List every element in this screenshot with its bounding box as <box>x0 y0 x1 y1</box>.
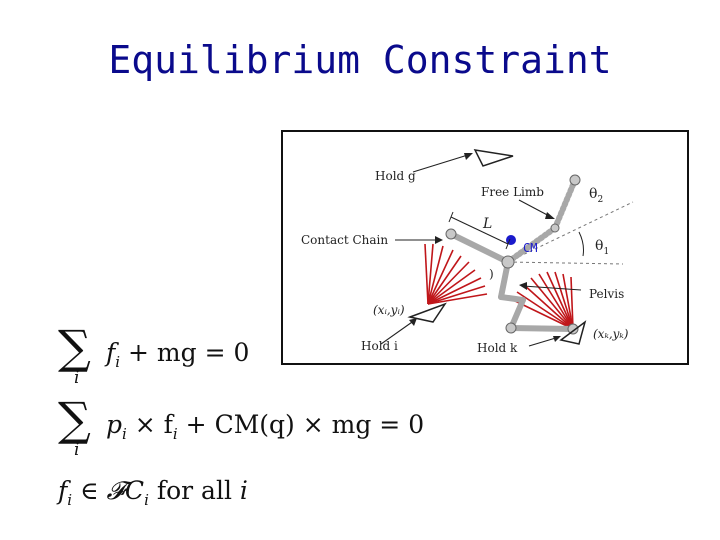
hold-k-shape <box>559 320 587 345</box>
climbing-robot-diagram: Hold g Free Limb θ2 L Contact Chain CM θ… <box>281 130 689 365</box>
label-xk-yk: (xₖ,yₖ) <box>593 327 629 341</box>
limb-extension-line <box>507 201 634 263</box>
friction-cone-constraint: fi ∈ 𝓕Ci for all i <box>58 476 248 509</box>
free-limb-segments <box>505 177 578 265</box>
label-contact-chain: Contact Chain <box>301 233 388 247</box>
sum-index: i <box>74 368 80 388</box>
pelvis-joint <box>501 255 515 269</box>
hold-i-shape <box>407 302 447 323</box>
joints <box>445 174 581 335</box>
label-theta1: θ1 <box>595 238 609 257</box>
slide-title: Equilibrium Constraint <box>108 38 612 82</box>
contact-chain-body <box>448 231 576 332</box>
sum-symbol: ∑ <box>58 320 91 374</box>
diagram-canvas: Hold g Free Limb θ2 L Contact Chain CM θ… <box>301 149 634 355</box>
sum-symbol: ∑ <box>58 392 91 446</box>
label-paren: ) <box>489 267 494 281</box>
label-length: L <box>482 216 492 232</box>
label-pelvis: Pelvis <box>589 287 624 301</box>
label-hold-k: Hold k <box>477 341 518 355</box>
label-free-limb: Free Limb <box>481 185 544 199</box>
length-dimension-line <box>450 216 509 245</box>
label-cm: CM <box>523 241 537 255</box>
arrow-heads <box>409 153 561 342</box>
horizontal-reference-line <box>507 261 624 265</box>
sum-index: i <box>74 440 80 460</box>
label-hold-g: Hold g <box>375 169 416 183</box>
label-theta2: θ2 <box>589 186 603 205</box>
label-xi-yi: (xᵢ,yᵢ) <box>373 303 405 317</box>
hold-g-shape <box>473 149 514 167</box>
friction-cone-hold-i <box>424 243 488 305</box>
theta1-arc <box>578 231 584 257</box>
label-hold-i: Hold i <box>361 339 398 353</box>
